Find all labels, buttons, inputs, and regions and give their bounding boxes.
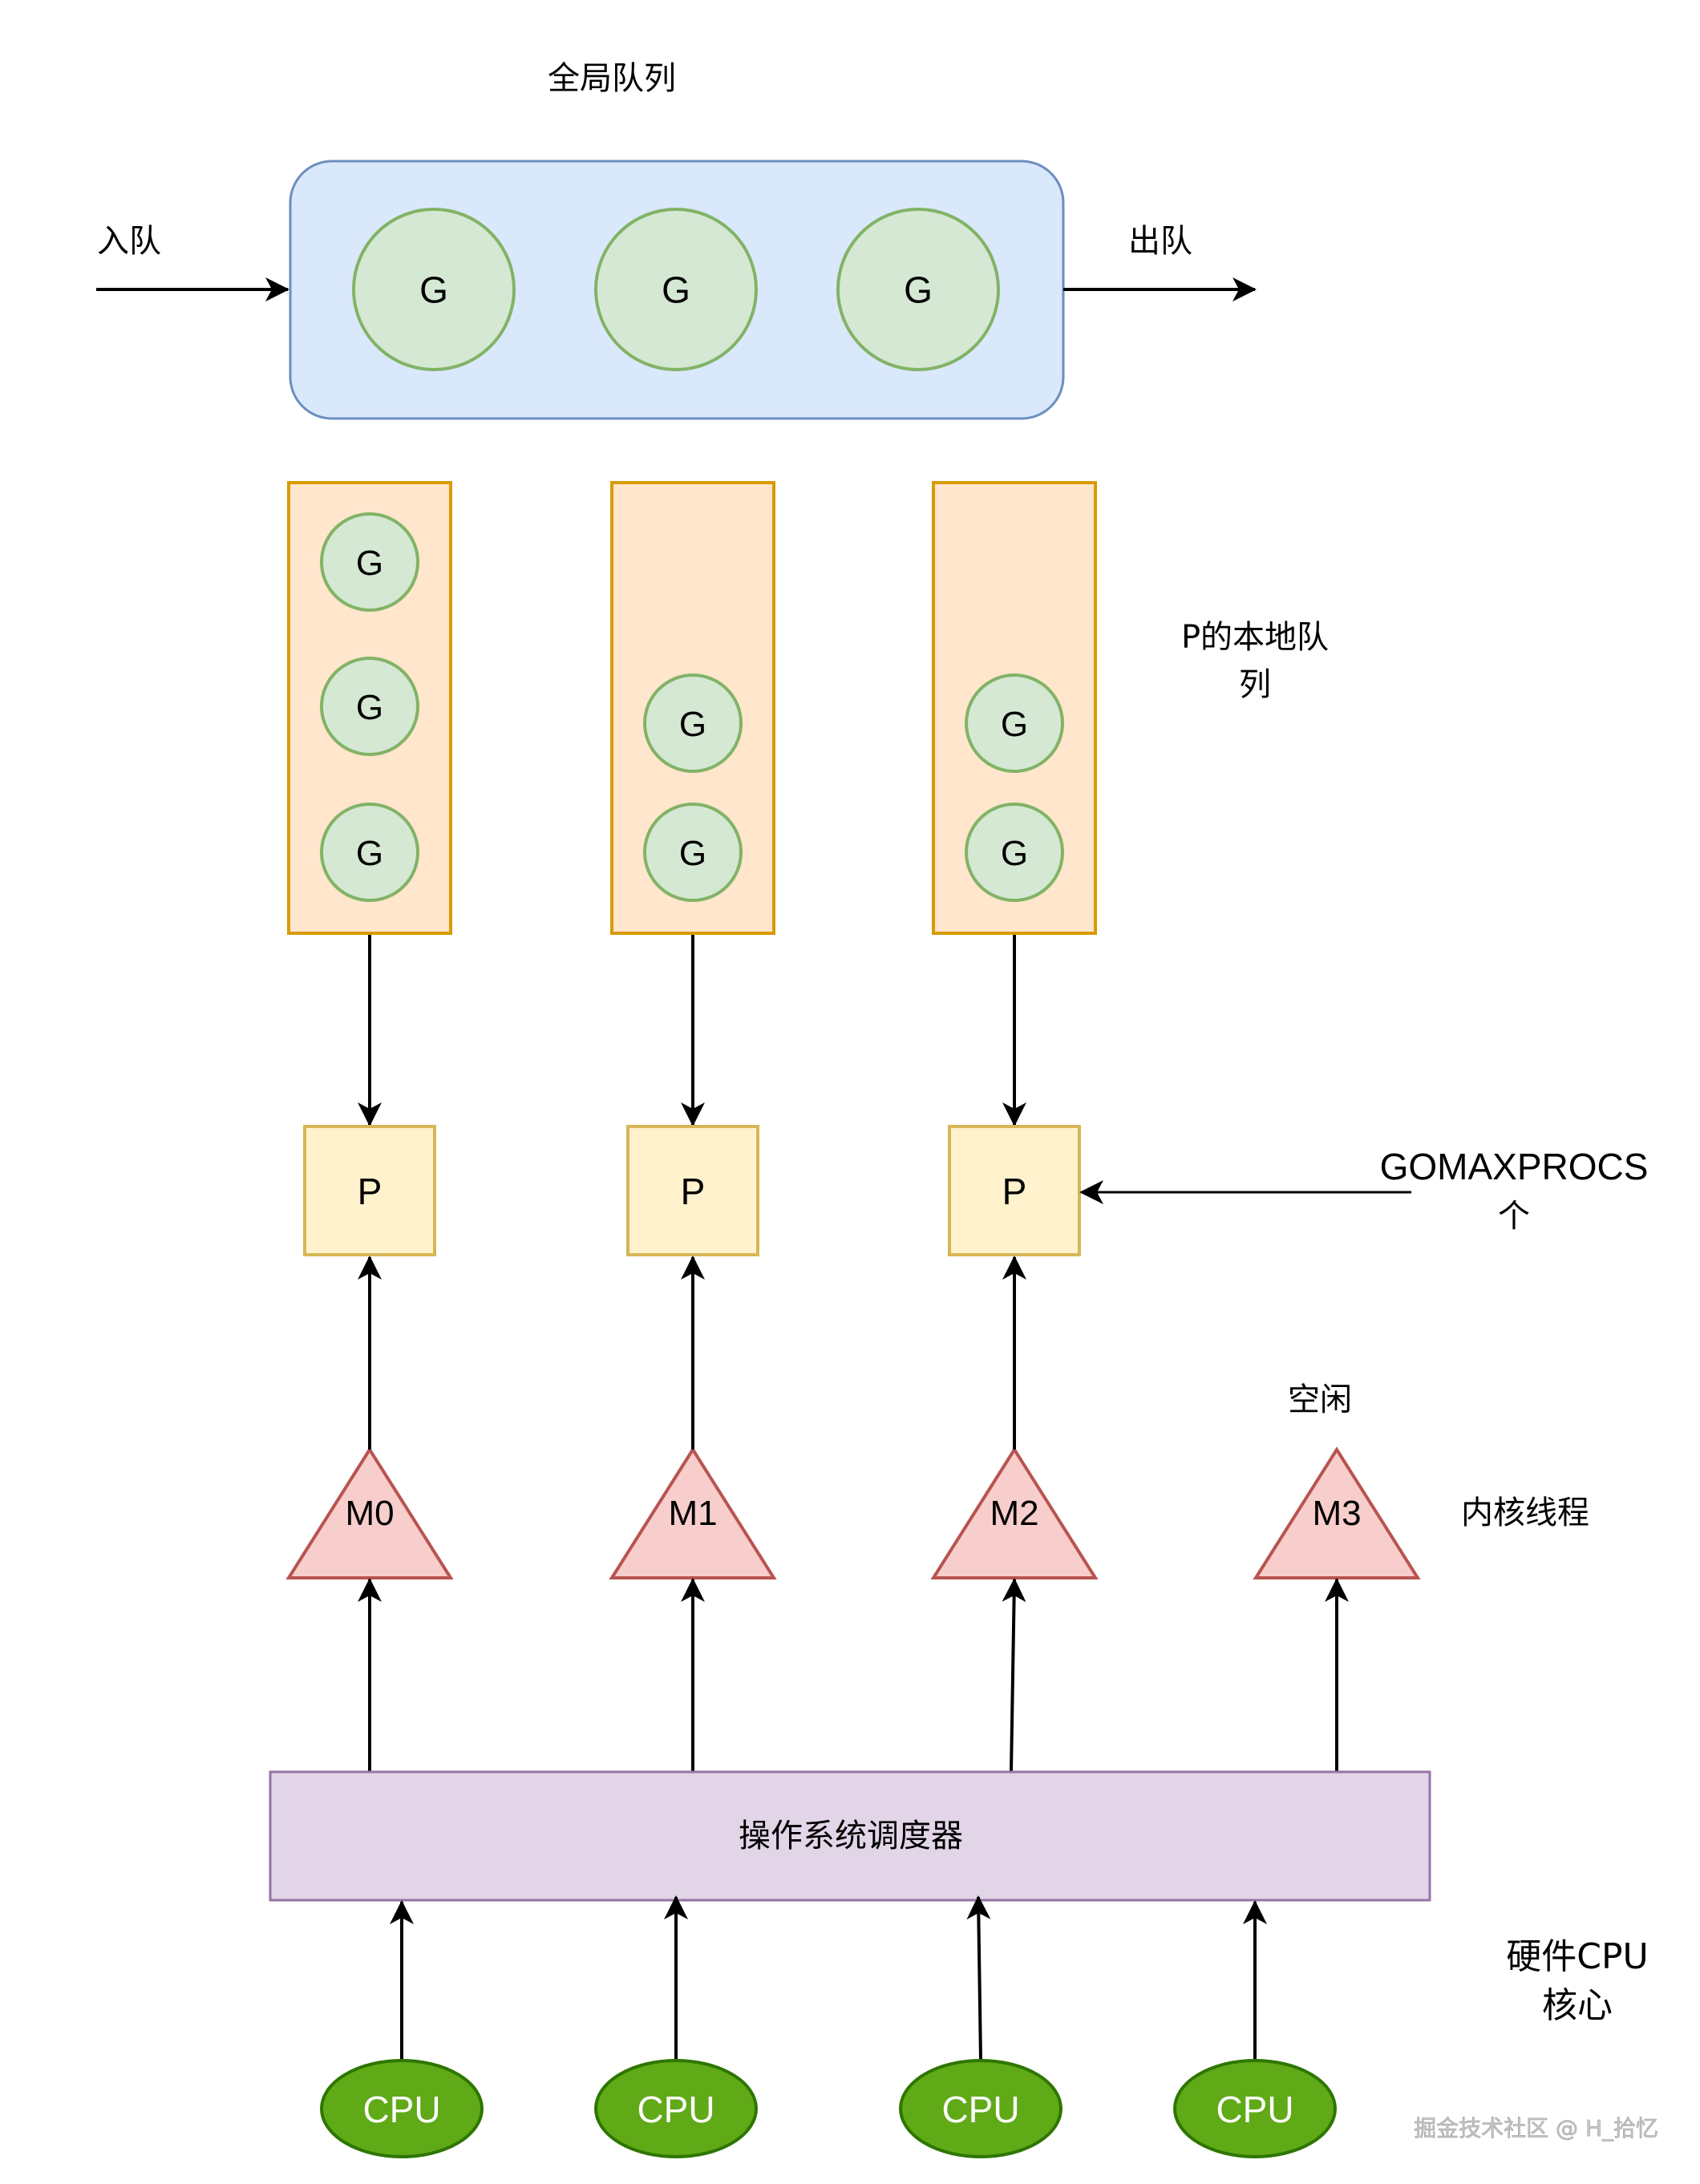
- local-queue-1: GG: [610, 481, 775, 1126]
- processor-2: P: [948, 1125, 1081, 1256]
- cpu-cores: CPU CPU CPU CPU: [320, 1895, 1337, 2158]
- processor-label: P: [681, 1171, 706, 1212]
- thread-m2: M2: [930, 1256, 1099, 1772]
- cpu-label: CPU: [362, 2089, 440, 2130]
- goroutine-circle: [965, 673, 1064, 773]
- thread-m0: M0: [285, 1256, 454, 1771]
- local-goroutine: G: [643, 803, 743, 902]
- global-goroutine: G: [836, 208, 1000, 371]
- local-goroutine: G: [320, 803, 419, 902]
- processor-box: [626, 1125, 759, 1256]
- thread-label: M1: [668, 1494, 717, 1533]
- local-goroutine: G: [965, 673, 1064, 773]
- global-queue-title: 全局队列: [548, 60, 676, 97]
- goroutine-circle: [643, 803, 743, 902]
- local-goroutine: G: [643, 673, 743, 773]
- watermark: 掘金技术社区 @ H_拾忆: [1414, 2115, 1658, 2142]
- cpu-to-os-arrow: [966, 1895, 991, 2061]
- local-queue-label-line1: P的本地队: [1181, 619, 1329, 656]
- local-queue-0: G G G: [287, 481, 452, 1126]
- goroutine-circle: [320, 657, 419, 756]
- thread-label: M2: [990, 1494, 1038, 1533]
- cpu-ellipse: [1173, 2059, 1337, 2158]
- goroutine-label: G: [679, 834, 706, 873]
- processor-0: P: [303, 1125, 436, 1256]
- goroutine-circle: [594, 208, 758, 371]
- thread-m3: M3: [1253, 1446, 1421, 1771]
- gomaxprocs-label-line1: GOMAXPROCS: [1380, 1146, 1649, 1187]
- cpu-core-2: CPU: [899, 1895, 1062, 2158]
- goroutine-label: G: [356, 688, 383, 727]
- goroutine-label: G: [356, 834, 383, 873]
- kernel-threads-label: 内核线程: [1461, 1494, 1589, 1531]
- cpu-ellipse: [320, 2059, 484, 2158]
- global-goroutine: G: [352, 208, 516, 371]
- enqueue-label: 入队: [97, 223, 161, 260]
- kernel-threads: M0 M1 M2 M3: [285, 1256, 1421, 1772]
- global-goroutine: G: [594, 208, 758, 371]
- goroutine-label: G: [904, 269, 933, 311]
- cpu-ellipse: [899, 2059, 1062, 2158]
- goroutine-circle: [643, 673, 743, 773]
- os-scheduler-label: 操作系统调度器: [739, 1818, 963, 1854]
- cpu-core-0: CPU: [320, 1900, 484, 2158]
- idle-label: 空闲: [1288, 1381, 1352, 1418]
- processor-label: P: [1002, 1171, 1027, 1212]
- goroutine-circle: [352, 208, 516, 371]
- local-goroutine: G: [320, 512, 419, 612]
- os-scheduler: 操作系统调度器: [269, 1770, 1431, 1902]
- thread-label: M0: [345, 1494, 394, 1533]
- local-goroutine: G: [320, 657, 419, 756]
- os-to-thread-arrow: [1002, 1578, 1026, 1772]
- dequeue-label: 出队: [1128, 223, 1192, 260]
- processor-1: P: [626, 1125, 759, 1256]
- cpu-label: CPU: [1216, 2089, 1293, 2130]
- gomaxprocs-label-line2: 个: [1498, 1198, 1530, 1235]
- local-queue-2: GG: [932, 481, 1097, 1126]
- goroutine-label: G: [356, 544, 383, 583]
- goroutine-label: G: [662, 269, 690, 311]
- local-queue-label-line2: 列: [1239, 666, 1271, 703]
- goroutine-circle: [836, 208, 1000, 371]
- goroutine-circle: [320, 512, 419, 612]
- goroutine-label: G: [419, 269, 448, 311]
- hardware-cpu-label-line2: 核心: [1542, 1985, 1613, 2026]
- processor-label: P: [358, 1171, 382, 1212]
- cpu-core-3: CPU: [1173, 1900, 1337, 2158]
- thread-label: M3: [1312, 1494, 1361, 1533]
- cpu-label: CPU: [637, 2089, 714, 2130]
- thread-triangle: [930, 1446, 1099, 1579]
- cpu-label: CPU: [941, 2089, 1019, 2130]
- processor-box: [303, 1125, 436, 1256]
- goroutine-label: G: [1001, 705, 1028, 744]
- goroutine-label: G: [1001, 834, 1028, 873]
- os-scheduler-box: [269, 1770, 1431, 1902]
- thread-m1: M1: [609, 1256, 777, 1771]
- cpu-core-1: CPU: [594, 1895, 758, 2158]
- goroutine-circle: [320, 803, 419, 902]
- local-goroutine: G: [965, 803, 1064, 902]
- goroutine-circle: [965, 803, 1064, 902]
- hardware-cpu-label-line1: 硬件CPU: [1506, 1936, 1648, 1977]
- cpu-ellipse: [594, 2059, 758, 2158]
- goroutine-label: G: [679, 705, 706, 744]
